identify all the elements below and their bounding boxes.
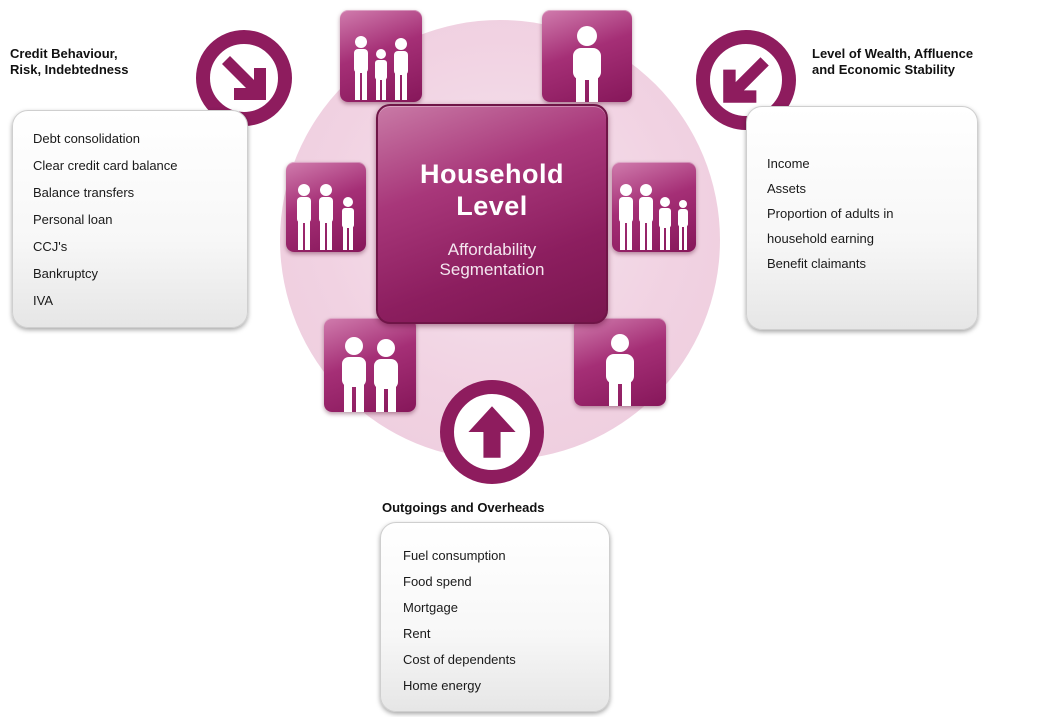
list-item: Benefit claimants xyxy=(767,256,866,271)
list-item: Clear credit card balance xyxy=(33,158,178,173)
bottom-card: Fuel consumption Food spend Mortgage Ren… xyxy=(380,522,610,712)
list-item: Fuel consumption xyxy=(403,548,506,563)
arrow-down-left-icon xyxy=(723,57,769,103)
right-card: Income Assets Proportion of adults in ho… xyxy=(746,106,978,330)
center-subtitle-line1: Affordability xyxy=(447,240,537,259)
family-icon xyxy=(342,337,398,412)
family-tile-right xyxy=(612,162,696,252)
bottom-heading: Outgoings and Overheads xyxy=(382,500,545,515)
household-level-tile: Household Level Affordability Segmentati… xyxy=(376,104,608,324)
family-tile-bottom-left xyxy=(324,318,416,412)
list-item: Bankruptcy xyxy=(33,266,99,281)
family-tile-top-left xyxy=(340,10,422,102)
family-icon xyxy=(297,184,354,250)
left-card: Debt consolidation Clear credit card bal… xyxy=(12,110,248,328)
right-heading: Level of Wealth, Affluence and Economic … xyxy=(812,46,973,78)
list-item: IVA xyxy=(33,293,53,308)
list-item: Mortgage xyxy=(403,600,458,615)
person-tile-top-right xyxy=(542,10,632,102)
arrow-ring-bottom xyxy=(440,380,544,484)
family-icon xyxy=(354,36,408,100)
arrow-down-right-icon xyxy=(222,56,266,100)
center-subtitle-line2: Segmentation xyxy=(439,260,545,279)
list-item: household earning xyxy=(767,231,874,246)
arrow-up-icon xyxy=(468,406,516,458)
left-heading-line1: Credit Behaviour, xyxy=(10,46,118,61)
list-item: Rent xyxy=(403,626,431,641)
right-heading-line1: Level of Wealth, Affluence xyxy=(812,46,974,61)
left-list: Debt consolidation Clear credit card bal… xyxy=(33,125,247,314)
list-item: Cost of dependents xyxy=(403,652,516,667)
list-item: Income xyxy=(767,156,810,171)
left-heading: Credit Behaviour, Risk, Indebtedness xyxy=(10,46,128,78)
right-list: Income Assets Proportion of adults in ho… xyxy=(767,151,977,276)
right-heading-line2: and Economic Stability xyxy=(812,62,956,77)
list-item: Assets xyxy=(767,181,807,196)
bottom-list: Fuel consumption Food spend Mortgage Ren… xyxy=(403,543,609,699)
list-item: Personal loan xyxy=(33,212,113,227)
list-item: CCJ's xyxy=(33,239,68,254)
person-icon xyxy=(573,26,601,102)
list-item: Proportion of adults in xyxy=(767,206,894,221)
family-icon xyxy=(619,184,688,250)
family-tile-left xyxy=(286,162,366,252)
center-title-line2: Level xyxy=(456,191,528,221)
center-subtitle: Affordability Segmentation xyxy=(378,240,606,280)
list-item: Balance transfers xyxy=(33,185,135,200)
list-item: Home energy xyxy=(403,678,482,693)
list-item: Food spend xyxy=(403,574,472,589)
person-icon xyxy=(606,334,634,406)
person-tile-bottom-right xyxy=(574,318,666,406)
list-item: Debt consolidation xyxy=(33,131,140,146)
left-heading-line2: Risk, Indebtedness xyxy=(10,62,129,77)
center-title-line1: Household xyxy=(420,159,564,189)
center-title: Household Level xyxy=(378,158,606,222)
